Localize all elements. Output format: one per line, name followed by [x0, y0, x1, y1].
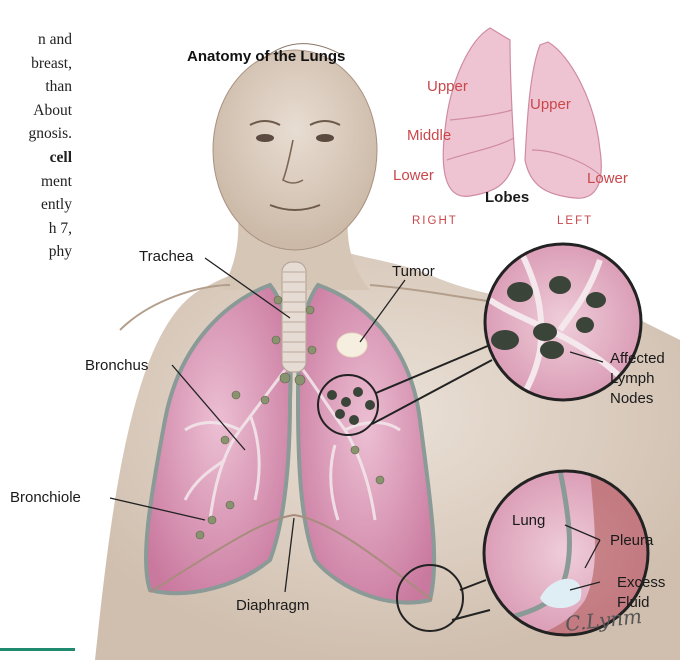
label-bronchus: Bronchus — [85, 357, 148, 374]
label-excess-fluid-1: Excess — [617, 574, 665, 591]
lobe-label-right-upper: Upper — [427, 78, 468, 95]
label-pleura: Pleura — [610, 532, 653, 549]
label-lung: Lung — [512, 512, 545, 529]
label-affected-lymph-nodes-1: Affected — [610, 350, 665, 367]
label-bronchiole: Bronchiole — [10, 489, 81, 506]
label-affected-lymph-nodes-2: Lymph — [610, 370, 654, 387]
lobes-diagram — [443, 28, 601, 198]
lobe-label-left-upper: Upper — [530, 96, 571, 113]
side-label-right: RIGHT — [412, 213, 458, 230]
lobe-label-left-lower: Lower — [587, 170, 628, 187]
diagram-title: Anatomy of the Lungs — [187, 48, 345, 65]
side-label-left: LEFT — [557, 213, 593, 230]
label-trachea: Trachea — [139, 248, 193, 265]
label-diaphragm: Diaphragm — [236, 597, 309, 614]
label-affected-lymph-nodes-3: Nodes — [610, 390, 653, 407]
lobe-label-right-lower: Lower — [393, 167, 434, 184]
label-tumor: Tumor — [392, 263, 435, 280]
lobe-label-right-middle: Middle — [407, 127, 451, 144]
lobes-heading: Lobes — [485, 189, 529, 206]
